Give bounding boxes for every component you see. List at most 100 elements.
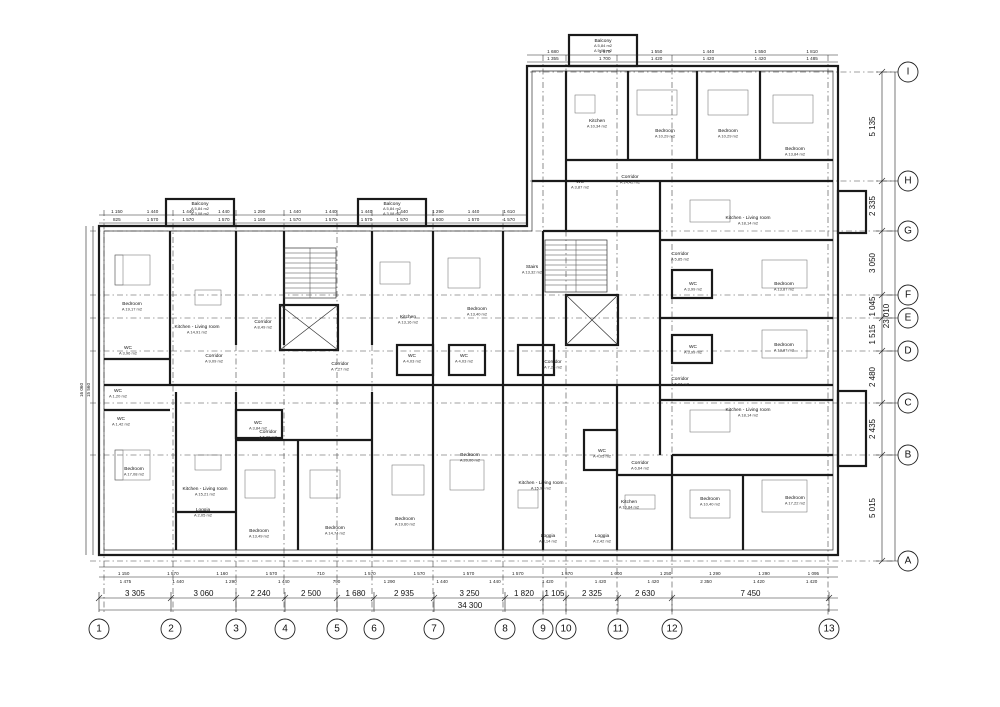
row-axis-A: A (897, 550, 919, 572)
bottom-span-label: 2 240 (250, 589, 271, 598)
top_row1-label: 1 440 (468, 209, 480, 214)
balcony-area-secondary: A 3,08 m2 (383, 211, 402, 216)
column-axis-label: 11 (613, 624, 624, 635)
column-axis-label: 4 (282, 624, 288, 635)
bottom_row1-label: 1 570 (167, 571, 179, 576)
top_row2-label: 825 (113, 217, 121, 222)
room-area: A 13,40 m2 (467, 312, 488, 317)
top_row2-label: 1 570 (468, 217, 480, 222)
column-axis-label: 6 (371, 624, 377, 635)
bottom_row1-label: 1 570 (561, 571, 573, 576)
column-axis-12: 12 (661, 618, 683, 640)
column-axis-label: 3 (233, 624, 239, 635)
bottom-span-label: 7 450 (740, 589, 761, 598)
room-area: A 8,49 m2 (254, 325, 273, 330)
right-span-label: 3 050 (868, 252, 877, 273)
bottom-span-label: 1 105 (544, 589, 565, 598)
room-name: Loggia (541, 533, 556, 539)
room-name: Kitchen - Living room (725, 407, 770, 413)
ne_top_row1-label: 1 440 (703, 49, 715, 54)
row-axis-I: I (897, 61, 919, 83)
wc-tag: WCA 3,87 m2 (571, 179, 590, 190)
room-area: A 18,14 m2 (738, 413, 759, 418)
bottom_row1-label: 1 570 (266, 571, 278, 576)
right-span-label: 5 135 (868, 116, 877, 137)
bottom_row2-label: 1 420 (595, 579, 607, 584)
bottom_row2-label: 790 (333, 579, 341, 584)
bottom_row2-label: 1 420 (542, 579, 554, 584)
room-name: Corridor (544, 359, 562, 365)
room-name: Loggia (595, 533, 610, 539)
top_row1-label: 1 440 (396, 209, 408, 214)
left-height-label-outer: 16 060 (79, 383, 84, 397)
room-area: A 9,09 m2 (205, 359, 224, 364)
row-axis-label: I (907, 67, 910, 78)
wc-area: A 4,03 m2 (455, 359, 474, 364)
row-axis-D: D (897, 340, 919, 362)
bottom-span-label: 2 500 (301, 589, 322, 598)
room-area: A 19,17 m2 (122, 307, 143, 312)
row-axis-label: A (905, 556, 912, 567)
room-area: A 13,32 m2 (522, 270, 543, 275)
right-span-label: 2 435 (868, 418, 877, 439)
wc-tag: WCA 4,05 m2 (593, 448, 612, 459)
wc-name: WC (576, 179, 585, 185)
bottom_row2-label: 1 475 (120, 579, 132, 584)
bottom_row1-label: 1 160 (216, 571, 228, 576)
room-name: Bedroom (325, 525, 344, 531)
row-axis-label: D (904, 346, 911, 357)
bottom_row2-label: 1 420 (648, 579, 660, 584)
bottom_row1-label: 1 570 (512, 571, 524, 576)
bottom_row1-label: 710 (317, 571, 325, 576)
wc-name: WC (254, 420, 263, 426)
bottom_row2-label: 1 440 (172, 579, 184, 584)
column-axis-9: 9 (532, 618, 554, 640)
column-axis-6: 6 (363, 618, 385, 640)
room-area: A 5,85 m2 (671, 257, 690, 262)
column-axis-3: 3 (225, 618, 247, 640)
wc-area: A 4,03 m2 (403, 359, 422, 364)
total-width-label: 34 300 (458, 601, 483, 610)
wc-tag: WCA 4,03 m2 (455, 353, 474, 364)
room-name: Bedroom (655, 128, 674, 134)
right-span-label: 5 015 (868, 497, 877, 518)
bottom-span-label: 3 305 (125, 589, 146, 598)
ne_top_row2-label: 1 420 (755, 56, 767, 61)
room-name: Kitchen (589, 118, 605, 124)
column-axis-label: 1 (96, 624, 102, 635)
room-name: Corridor (254, 319, 272, 325)
top_row1-label: 1 440 (218, 209, 230, 214)
wc-name: WC (408, 353, 417, 359)
wc-area: A 3,87 m2 (571, 185, 590, 190)
room-area: A 18,14 m2 (738, 221, 759, 226)
bottom_row2-label: 1 420 (806, 579, 818, 584)
room-area: A 5,97 m2 (671, 382, 690, 387)
room-area: A 19,60 m2 (395, 522, 416, 527)
room-name: Stairs (526, 264, 539, 270)
column-axis-label: 8 (502, 624, 508, 635)
room-area: A 13,84 m2 (785, 152, 806, 157)
row-axis-label: C (904, 398, 911, 409)
room-area: A 3,14 m2 (539, 539, 558, 544)
top_row2-label: 1 570 (182, 217, 194, 222)
right-span-label: 1 045 (868, 296, 877, 317)
